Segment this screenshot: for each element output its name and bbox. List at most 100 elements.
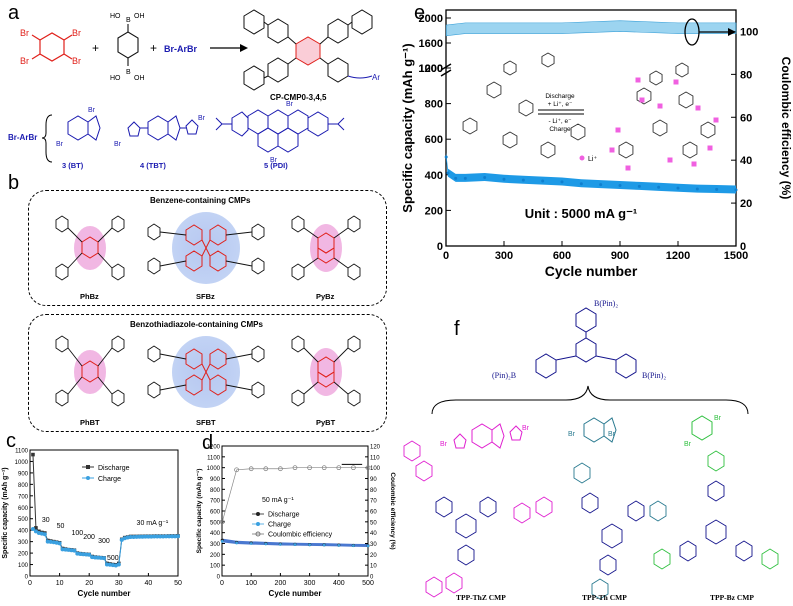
b-label: B: [126, 17, 131, 24]
y-tick-label: 1100: [15, 449, 29, 455]
charge-point: [173, 534, 178, 539]
ce-arrowhead: [728, 28, 736, 36]
li-ion: [657, 103, 663, 109]
li-ion: [695, 105, 701, 111]
x-tick-label: 20: [85, 580, 93, 587]
ring: [636, 87, 652, 105]
sfbt-label: SFBT: [196, 418, 216, 427]
oh-label: HO: [110, 13, 121, 20]
y-tick-label: 600: [210, 510, 221, 516]
y2-tick-label: 120: [370, 445, 381, 451]
charge-point: [63, 547, 68, 552]
x-axis-label: Cycle number: [269, 589, 322, 598]
x-axis-label: Cycle number: [78, 589, 131, 598]
x-tick-label: 300: [304, 580, 316, 587]
panel-f-letter: f: [454, 318, 460, 340]
br-label: Br: [20, 28, 29, 38]
panel-e-letter: e: [414, 2, 426, 24]
capacity-point: [676, 186, 680, 190]
charge-point: [60, 547, 65, 552]
pybz-label: PyBz: [316, 292, 335, 301]
y2-tick-label: 60: [740, 112, 752, 124]
charge-point: [119, 537, 124, 542]
charge-point: [293, 543, 297, 546]
li-plus-label: + Li⁺, e⁻: [548, 101, 573, 108]
li-ion: [639, 97, 645, 103]
x-tick-label: 100: [245, 580, 257, 587]
panel-d-letter: d: [202, 432, 214, 454]
charge-point: [99, 555, 104, 560]
ce-point: [219, 519, 225, 525]
tpp-th-label: TPP-Th CMP: [582, 593, 627, 602]
y-tick-label: 100: [210, 564, 221, 570]
phbt-label: PhBT: [80, 418, 100, 427]
pybz-core-highlight: [310, 224, 342, 272]
y-axis-label: Specific capacity (mAh g⁻¹): [400, 43, 415, 212]
curly-bracket: [41, 114, 53, 163]
y2-tick-label: 20: [740, 198, 752, 210]
ring: [502, 131, 518, 149]
br-label: Br: [684, 441, 692, 448]
y2-tick-label: 110: [370, 455, 380, 461]
li-ion: [713, 117, 719, 123]
rate-label: 50 mA g⁻¹: [262, 497, 294, 504]
y-tick-label: 800: [18, 483, 29, 489]
ring: [486, 81, 502, 99]
br-label: Br: [522, 425, 530, 432]
capacity-point: [734, 188, 738, 192]
b-label: B: [126, 69, 131, 76]
legend-charge: Charge: [98, 476, 121, 483]
charge-point: [322, 543, 326, 547]
ring: [618, 141, 634, 159]
phbz-label: PhBz: [80, 292, 99, 301]
charge-point: [170, 534, 175, 539]
monomer-label: Br-ArBr: [164, 44, 198, 54]
charge-point: [51, 540, 56, 545]
charge-point: [128, 535, 133, 540]
panel-f-scheme: B(Pin)₂ (Pin)₂B B(Pin)₂ Br Br Br Br Br B…: [403, 299, 779, 602]
ring: [518, 99, 534, 117]
phbz-arms: [55, 215, 125, 281]
br-label: Br: [440, 441, 448, 448]
charge-point: [143, 534, 148, 539]
capacity-point: [579, 182, 583, 186]
y-tick-label: 900: [18, 471, 29, 477]
legend-marker: [86, 465, 90, 469]
charge-point: [167, 534, 172, 539]
capacity-point: [560, 180, 564, 184]
y-tick-label: 1200: [419, 63, 443, 75]
capacity-point: [618, 183, 622, 187]
charge-point: [152, 534, 157, 539]
plot-frame: [29, 449, 179, 577]
y2-tick-label: 80: [370, 488, 377, 494]
pybt-core-highlight: [310, 348, 342, 396]
reaction-arrowhead: [240, 44, 248, 52]
li-ion: [609, 147, 615, 153]
rate-label: 30: [42, 517, 50, 524]
y-tick-label: 500: [210, 520, 221, 526]
benzene-cmps-box: [28, 190, 387, 306]
li-ion: [615, 127, 621, 133]
plus-sign: +: [92, 41, 99, 55]
ring: [700, 121, 716, 139]
br-label: Br: [608, 431, 616, 438]
br-label: Br: [88, 107, 96, 114]
charge-point: [84, 552, 89, 557]
tpp-boronate-core: [535, 307, 637, 379]
bt-structure: [67, 115, 101, 141]
pdi-structure: [215, 109, 345, 153]
charge-point: [164, 534, 169, 539]
li-minus-label: - Li⁺, e⁻: [548, 118, 572, 125]
product-framework: [243, 9, 373, 91]
compound-4-label: 4 (TBT): [140, 161, 166, 170]
ce-line: [221, 467, 368, 522]
ring: [462, 117, 478, 135]
rate-label: 300: [98, 538, 110, 545]
charge-label: Charge: [549, 126, 571, 133]
br-label: Br: [20, 56, 29, 66]
li-legend-dot: [579, 155, 585, 161]
rate-label: 30 mA g⁻¹: [137, 520, 169, 527]
plot-frame: [445, 9, 737, 247]
